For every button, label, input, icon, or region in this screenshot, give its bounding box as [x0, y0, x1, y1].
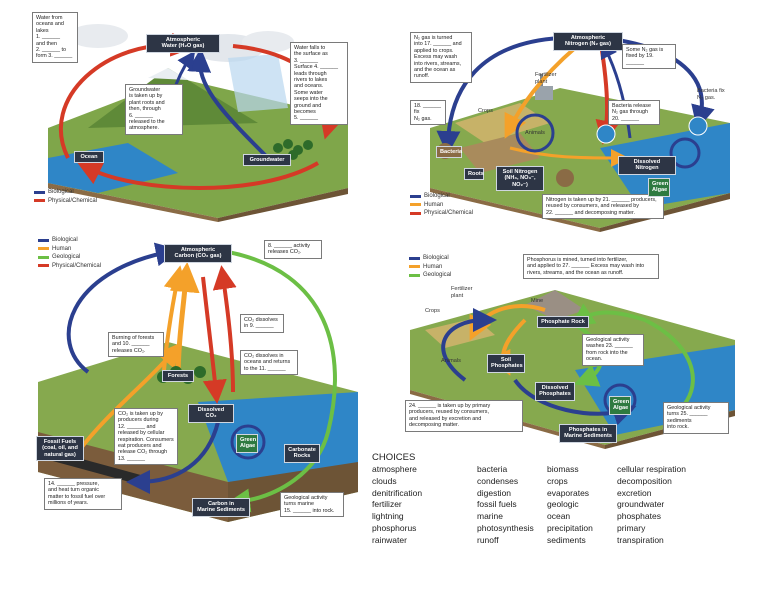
dissolved-nitrogen-tag: Dissolved Nitrogen: [618, 156, 676, 175]
denitrification-box: Bacteria release N₂ gas through 20. ____…: [608, 100, 660, 126]
dissolved-co2-tag: Dissolved CO₂: [188, 404, 234, 423]
choices-grid: atmosphere bacteria biomass cellular res…: [372, 464, 702, 547]
phosphate-rock-tag: Phosphate Rock: [537, 316, 589, 329]
atmospheric-nitrogen-tag: Atmospheric Nitrogen (N₂ gas): [553, 32, 623, 51]
roots-tag: Roots: [464, 168, 484, 181]
green-algae-tag: Green Algae: [648, 178, 670, 197]
choice-word: atmosphere: [372, 464, 417, 474]
choice-word: crops: [547, 475, 568, 486]
groundwater-tag: Groundwater: [243, 154, 291, 167]
choice-word: transpiration: [617, 534, 664, 545]
atmospheric-water-tag: Atmospheric Water (H₂O gas): [146, 34, 220, 53]
co2-oceans-box: CO₂ dissolves in oceans and returns to t…: [240, 350, 298, 376]
burning-box: Burning of forests and 10. ______ releas…: [108, 332, 164, 358]
crops-label: Crops: [478, 108, 493, 114]
nitrogen-legend: Biological Human Physical/Chemical: [410, 192, 473, 218]
fix-nitrogen-box: 18. ______ fix N₂ gas.: [410, 100, 446, 126]
carbon-marine-sediments-tag: Carbon in Marine Sediments: [192, 498, 250, 517]
carbon-legend: Biological Human Geological Physical/Che…: [38, 236, 101, 270]
legend-biological: Biological: [48, 189, 74, 195]
choice-word: excretion: [617, 487, 652, 498]
forests-tag: Forests: [162, 370, 194, 383]
choice-word: sediments: [547, 534, 586, 545]
choice-word: digestion: [477, 487, 512, 498]
choice-word: cellular respiration: [617, 464, 686, 474]
lightning-fix-box: Some N₂ gas is fixed by 19. ______: [622, 44, 676, 70]
crops-label: Crops: [425, 308, 440, 314]
choice-word: photosynthesis: [477, 522, 534, 533]
choice-word: primary: [617, 522, 646, 533]
soil-nitrogen-tag: Soil Nitrogen (NH₃, NO₃⁻, NO₂⁻): [496, 166, 544, 192]
water-legend: Biological Physical/Chemical: [34, 188, 97, 205]
animals-label: Animals: [441, 358, 461, 364]
choice-word: fertilizer: [372, 499, 402, 510]
legend-physical: Physical/Chemical: [52, 262, 102, 269]
co2-taken-box: CO₂ is taken up by producers during 12. …: [114, 408, 178, 466]
choice-word: geologic: [547, 499, 579, 510]
legend-human: Human: [424, 201, 444, 208]
animals-label: Animals: [525, 130, 545, 136]
legend-human: Human: [423, 263, 443, 270]
bacteria-tag: Bacteria: [436, 146, 462, 159]
choice-word: condenses: [477, 475, 519, 486]
mine-label: Mine: [531, 298, 544, 304]
choices-title: CHOICES: [372, 452, 416, 463]
geo-rock-box: Geological activity turns marine 15. ___…: [280, 492, 344, 518]
legend-geological: Geological: [423, 272, 452, 278]
nitrogen-cycle-panel: Atmospheric Nitrogen (N₂ gas) N₂ gas is …: [400, 8, 740, 233]
volcanic-activity-box: 8. ______ activity releases CO₂.: [264, 240, 322, 259]
legend-biological: Biological: [424, 193, 450, 199]
choices-list: CHOICES atmosphere bacteria biomass cell…: [372, 452, 702, 547]
green-algae-tag: Green Algae: [609, 396, 631, 415]
carbonate-rocks-tag: Carbonate Rocks: [284, 444, 320, 463]
pressure-box: 14. ______ pressure, and heat turn organ…: [44, 478, 122, 510]
phosphates-marine-sediments-tag: Phosphates in Marine Sediments: [559, 424, 617, 443]
co2-dissolves-box: CO₂ dissolves in 9. ______: [240, 314, 284, 333]
soil-phosphates-tag: Soil Phosphates: [487, 354, 525, 373]
fossil-fuels-tag: Fossil Fuels (coal, oil, and natural gas…: [36, 436, 84, 462]
precipitation-box: Water falls to the surface as 3. ______ …: [290, 42, 348, 125]
legend-physical: Physical/Chemical: [48, 197, 98, 204]
choice-word: ocean: [547, 511, 571, 522]
choice-word: denitrification: [372, 487, 423, 498]
ocean-tag: Ocean: [74, 151, 104, 164]
water-cycle-panel: Atmospheric Water (H₂O gas) Water from o…: [28, 8, 363, 223]
choice-word: precipitation: [547, 522, 593, 533]
legend-physical: Physical/Chemical: [424, 210, 474, 216]
choice-word: phosphates: [617, 511, 661, 522]
carbon-cycle-panel: Atmospheric Carbon (CO₂ gas) Biological …: [28, 232, 368, 524]
choice-word: marine: [477, 511, 503, 522]
dissolved-phosphates-tag: Dissolved Phosphates: [535, 382, 575, 401]
phosphorus-legend: Biological Human Geological: [409, 254, 451, 280]
atmospheric-carbon-tag: Atmospheric Carbon (CO₂ gas): [164, 244, 232, 263]
legend-human: Human: [52, 245, 72, 252]
fertilizer-plant-label: Fertilizer plant: [535, 72, 557, 85]
choice-word: runoff: [477, 534, 499, 545]
choice-word: lightning: [372, 511, 404, 522]
choice-word: clouds: [372, 475, 397, 486]
groundwater-box: Groundwater is taken up by plant roots a…: [125, 84, 183, 135]
phosphorus-cycle-panel: Biological Human Geological Phosphorus i…: [405, 250, 740, 450]
fertilizer-plant-label: Fertilizer plant: [451, 286, 473, 299]
choice-word: fossil fuels: [477, 499, 517, 510]
geo-sediments-box: Geological activity turns 25. ______ sed…: [663, 402, 729, 434]
green-algae-tag: Green Algae: [236, 434, 258, 453]
evaporation-box: Water from oceans and lakes 1. ______ an…: [32, 12, 78, 63]
choice-word: biomass: [547, 464, 579, 474]
choice-word: groundwater: [617, 499, 665, 510]
nitrogen-fertilizer-box: N₂ gas is turned into 17. ______ and app…: [410, 32, 472, 83]
phosphorus-uptake-box: 24. ______ is taken up by primary produc…: [405, 400, 523, 432]
phosphorus-mined-box: Phosphorus is mined, turned into fertili…: [523, 254, 659, 280]
choice-word: bacteria: [477, 464, 508, 474]
legend-biological: Biological: [52, 237, 78, 243]
choice-word: decomposition: [617, 475, 672, 486]
legend-biological: Biological: [423, 255, 449, 261]
nitrogen-uptake-box: Nitrogen is taken up by 21. ______ produ…: [542, 194, 664, 220]
choice-word: phosphorus: [372, 522, 417, 533]
geo-washes-box: Geological activity washes 23. ______ fr…: [582, 334, 644, 366]
choice-word: rainwater: [372, 534, 407, 545]
legend-geological: Geological: [52, 254, 81, 260]
choice-word: evaporates: [547, 487, 590, 498]
bacteria-fix-label: Bacteria fix N₂ gas.: [697, 88, 725, 101]
